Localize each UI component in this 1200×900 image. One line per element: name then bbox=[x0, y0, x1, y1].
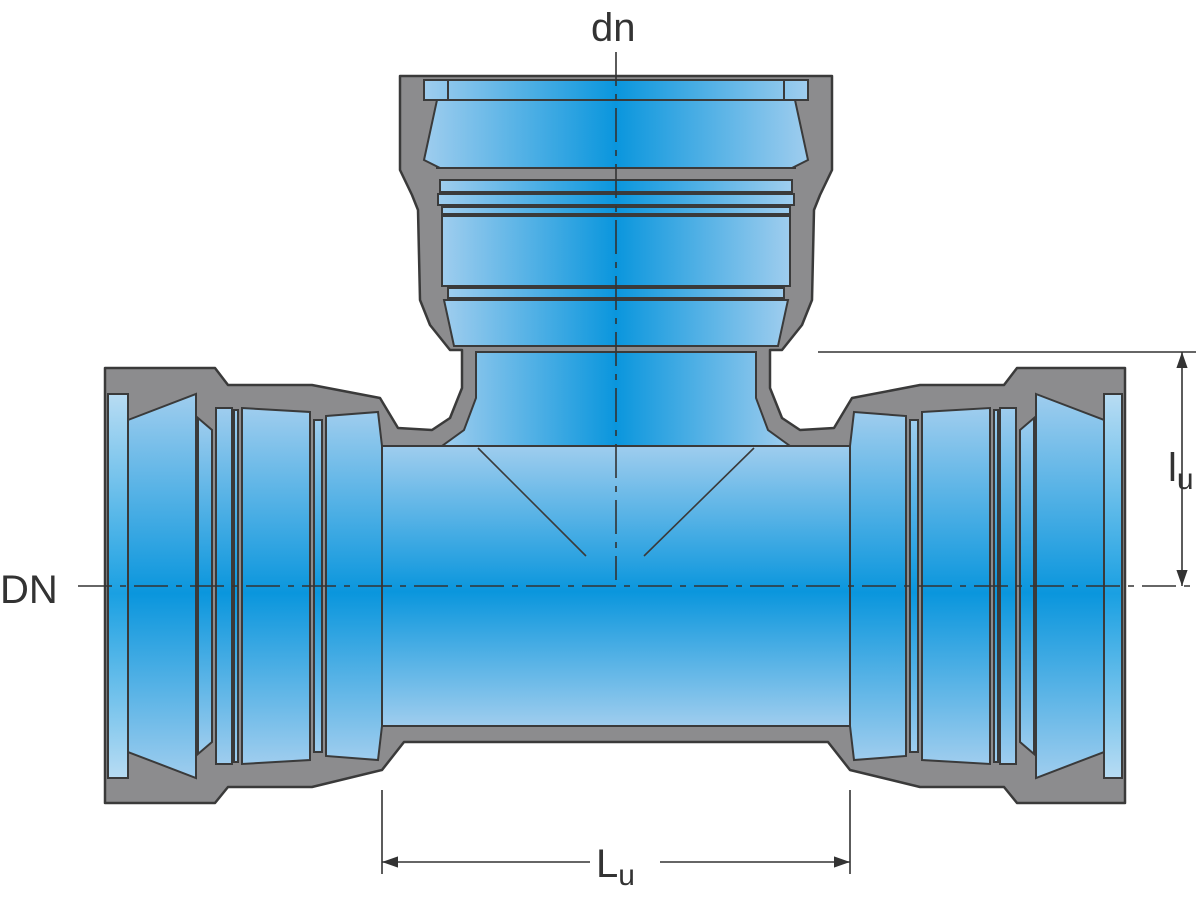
branch-length-label: lu bbox=[1168, 446, 1194, 495]
intersection-lines bbox=[477, 447, 755, 557]
centerlines bbox=[78, 52, 1196, 587]
dimension-Lu bbox=[381, 790, 851, 874]
dimension-lu bbox=[818, 351, 1196, 586]
main-length-subscript: u bbox=[618, 859, 635, 892]
main-diameter-label: DN bbox=[0, 568, 58, 612]
branch-length-subscript: u bbox=[1176, 463, 1194, 496]
branch-length-letter: l bbox=[1168, 446, 1177, 490]
branch-diameter-label: dn bbox=[591, 6, 636, 50]
main-length-label: Lu bbox=[596, 842, 635, 891]
main-length-letter: L bbox=[596, 842, 619, 886]
